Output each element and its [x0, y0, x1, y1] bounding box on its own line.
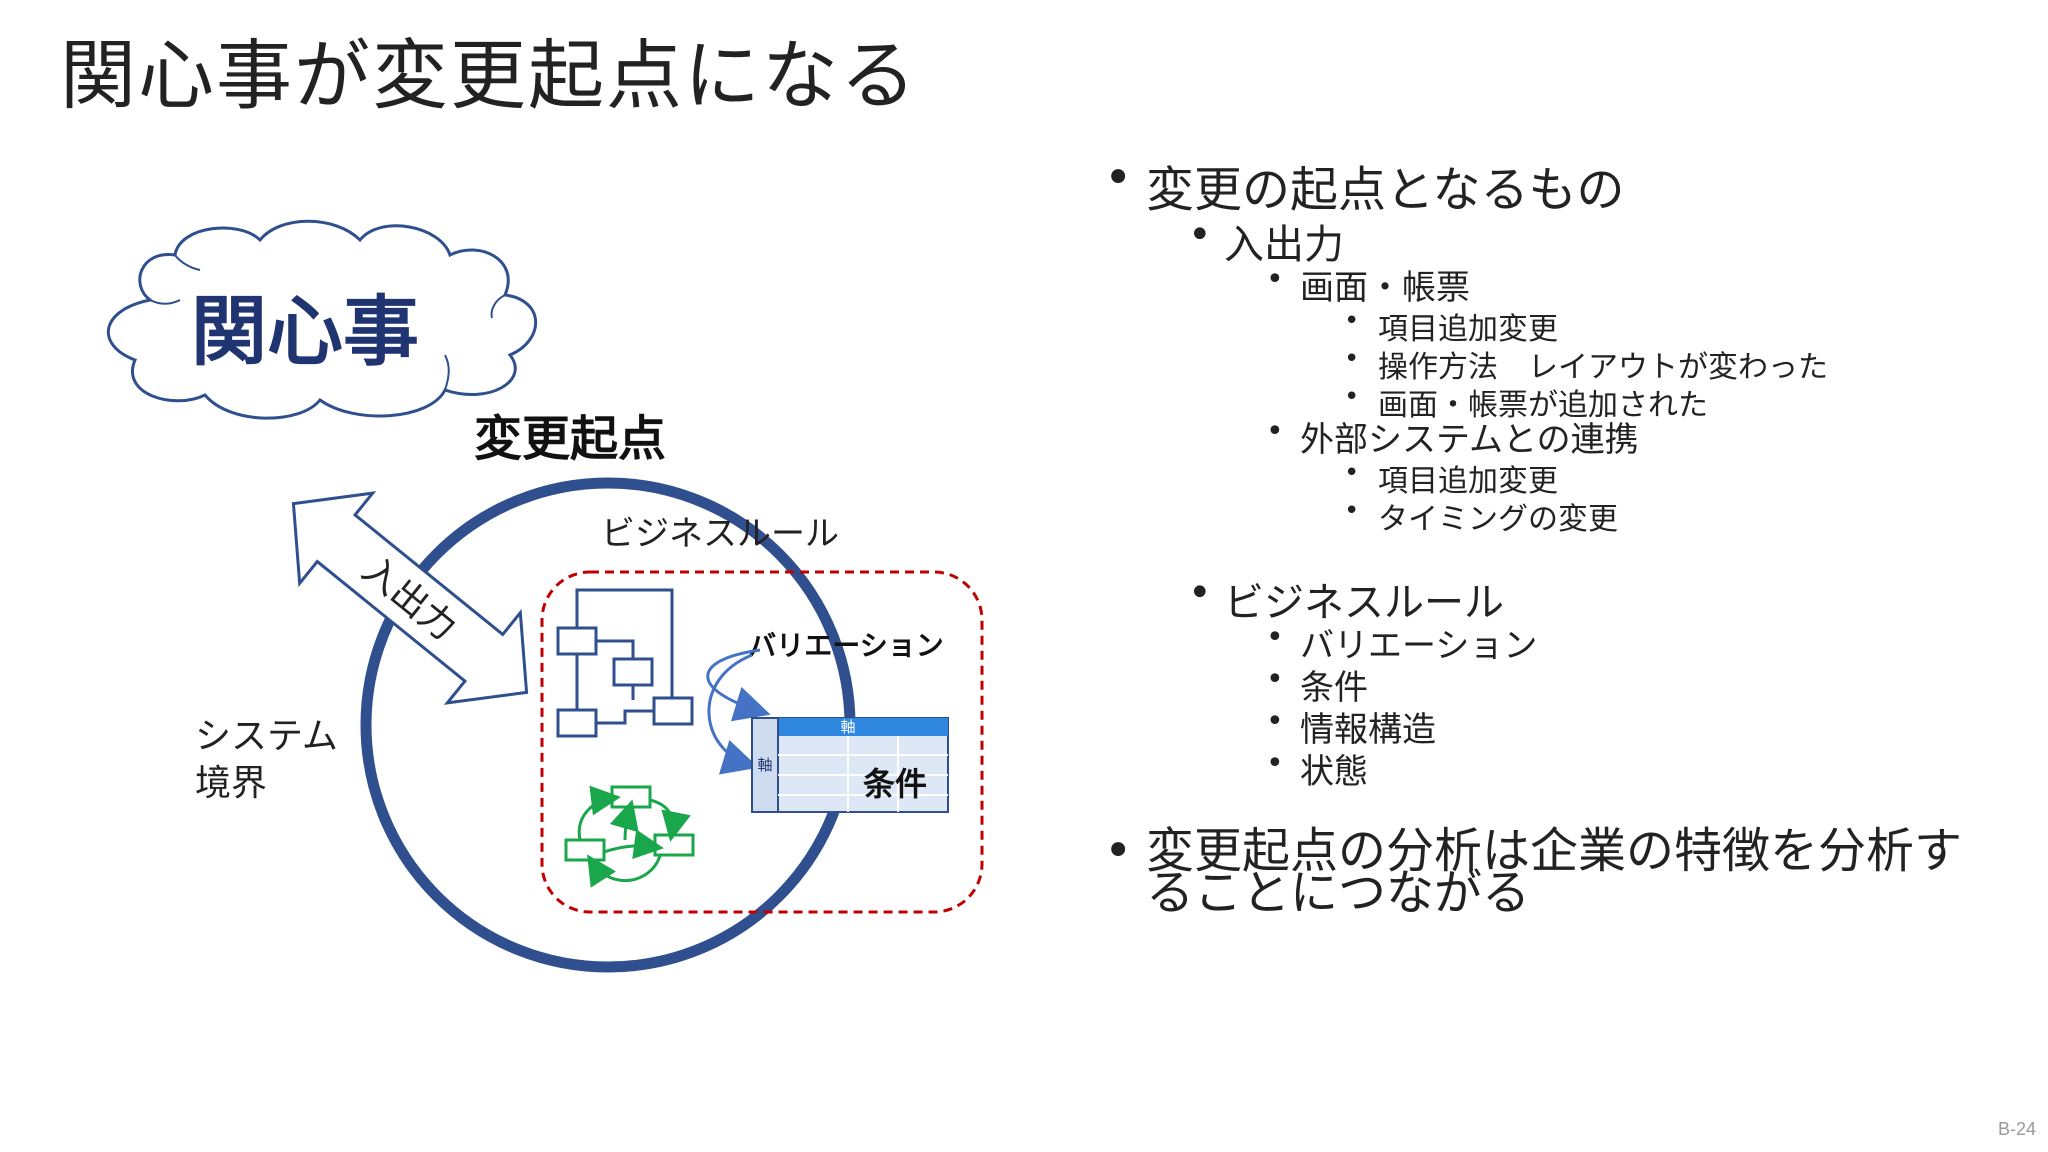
condition-table [751, 717, 949, 813]
bullet-change-origins: 変更の起点となるもの [1104, 150, 1625, 220]
system-boundary-label-2: 境界 [195, 763, 267, 804]
concern-label: 関心事 [191, 287, 419, 376]
concern-diagram: 関心事 変更起点 システム 境界 入出力 ビジネスルール バリエーション [106, 219, 984, 973]
bullet-timing-change: タイミングの変更 [1344, 494, 1618, 538]
axis-label-top: 軸 [840, 718, 855, 736]
variation-arrow-top [706, 648, 771, 722]
variation-arrow-left [707, 653, 759, 775]
state-cycle-icon [564, 785, 695, 888]
bullet-state: 状態 [1266, 744, 1368, 793]
concern-cloud [106, 219, 538, 420]
change-origin-label: 変更起点 [474, 411, 666, 467]
bullet-screen-form: 画面・帳票 [1266, 260, 1470, 309]
system-boundary-label-1: システム [195, 716, 338, 757]
info-structure-icon [556, 588, 694, 738]
page-number: B-24 [1997, 1119, 2036, 1139]
slide-title: 関心事が変更起点になる [60, 31, 918, 120]
business-rule-label: ビジネスルール [601, 514, 839, 554]
bullet-external-system: 外部システムとの連携 [1266, 412, 1639, 461]
variation-label: バリエーション [748, 629, 943, 662]
axis-label-side: 軸 [757, 756, 772, 774]
bullet-analysis-conclusion: 変更起点の分析は企業の特徴を分析することにつながる [1104, 827, 1996, 917]
business-rule-box [540, 570, 984, 914]
condition-label: 条件 [863, 765, 927, 803]
